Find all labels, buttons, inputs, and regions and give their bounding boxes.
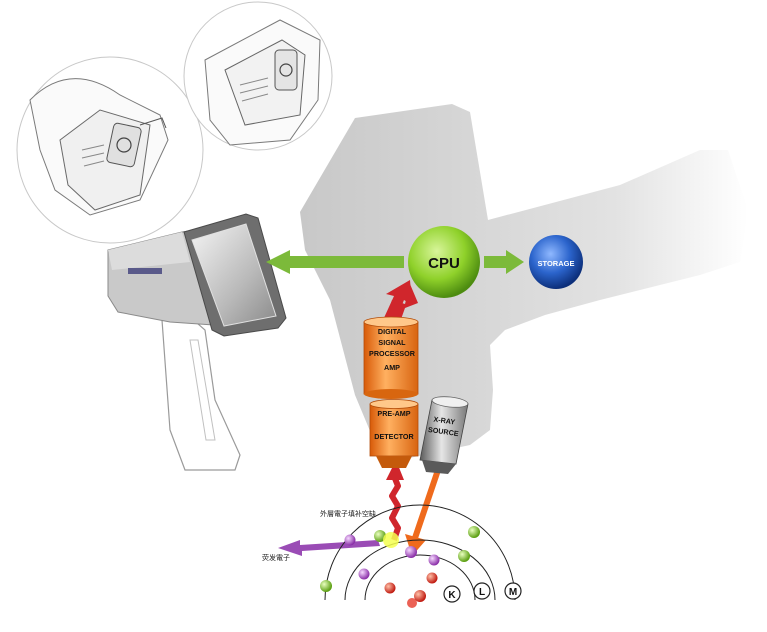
- left-caption: 荧发電子: [262, 553, 290, 562]
- preamp-label: PRE-AMP: [377, 409, 410, 418]
- battery-detail-icon: [183, 1, 333, 151]
- storage-sphere: [529, 235, 583, 289]
- dsp-to-cpu-arrow: [383, 280, 418, 322]
- shell-k-arc: [364, 554, 476, 601]
- preamp-detector: [369, 399, 419, 468]
- top-caption: 外層電子填补空缺: [320, 509, 376, 518]
- detector-label: DETECTOR: [374, 432, 414, 441]
- shell-k-label: K: [448, 590, 456, 601]
- atom-shells: [324, 504, 516, 601]
- cpu-sphere: [408, 226, 480, 298]
- electrons: [320, 526, 480, 608]
- cpu-to-storage-arrow: [484, 250, 524, 274]
- cpu-label: CPU: [428, 255, 460, 272]
- shell-l-badge: [473, 582, 491, 600]
- emitted-electron-arrow: [278, 540, 380, 556]
- xray-beam-arrow: [405, 469, 441, 556]
- shell-m-badge: [504, 582, 522, 600]
- digital-signal-processor-amp: [363, 316, 419, 399]
- shell-m-label: M: [509, 587, 517, 598]
- sample-to-detector-arrow: [386, 460, 404, 541]
- shell-l-arc: [344, 539, 496, 601]
- dsp-label-line2: SIGNAL: [378, 338, 406, 347]
- xray-label-line1: X-RAY: [433, 415, 456, 427]
- shell-k-badge: [443, 585, 461, 603]
- xray-source: [419, 396, 469, 474]
- dsp-label-line4: AMP: [384, 363, 400, 372]
- dsp-label-line3: PROCESSOR: [369, 349, 416, 358]
- analyzer-body-silhouette: [300, 104, 748, 460]
- shell-m-arc: [324, 504, 516, 601]
- dsp-label-line1: DIGITAL: [378, 327, 407, 336]
- storage-label: STORAGE: [538, 259, 575, 268]
- xray-label-line2: SOURCE: [427, 425, 459, 438]
- cpu-to-display-arrow: [266, 250, 404, 274]
- shell-l-label: L: [479, 587, 485, 598]
- connector-detail-icon: [16, 56, 204, 244]
- handheld-device-illustration: [107, 213, 287, 471]
